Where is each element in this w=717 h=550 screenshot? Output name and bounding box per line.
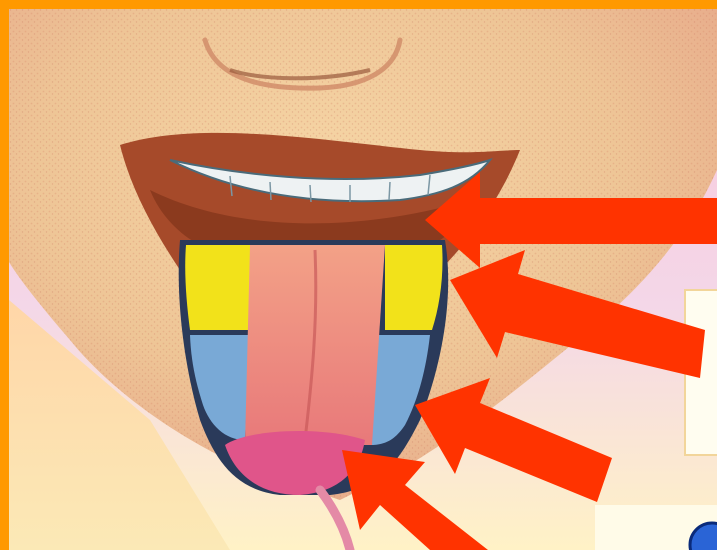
tongue-left-yellow-zone	[185, 245, 255, 330]
tongue-right-yellow-zone	[385, 245, 443, 330]
